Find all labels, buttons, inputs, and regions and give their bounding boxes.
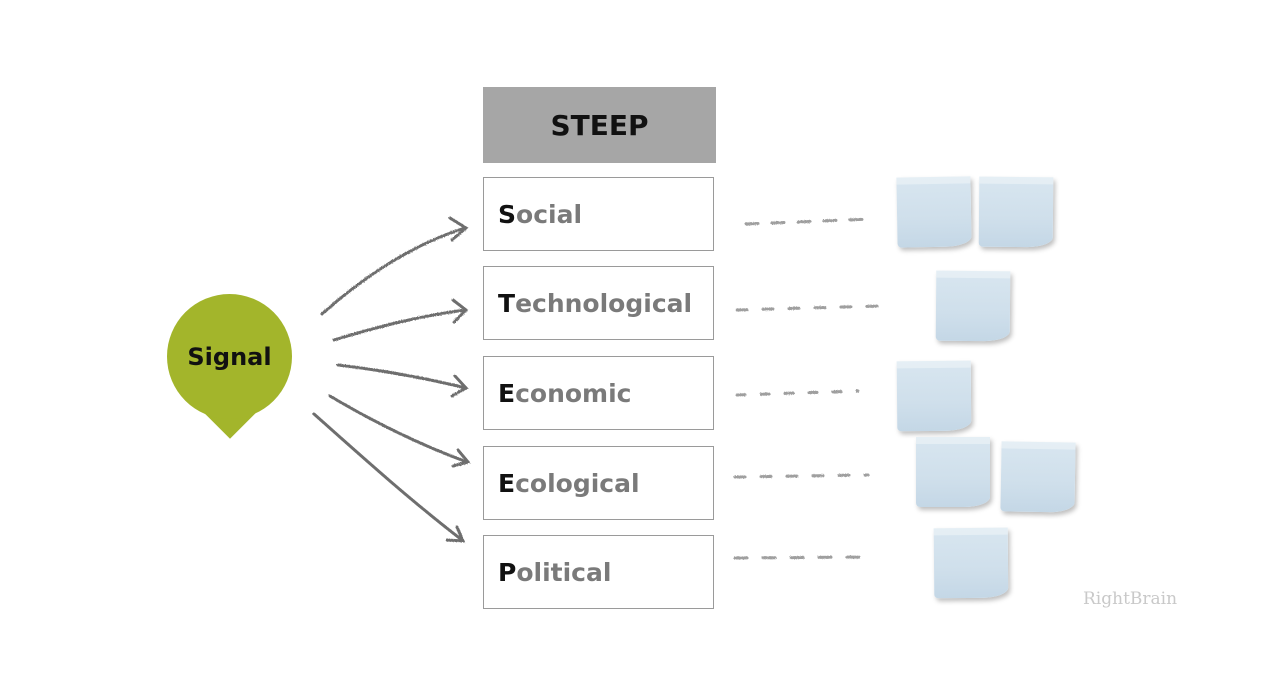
category-rest: olitical bbox=[516, 557, 612, 587]
arrow-to-technological bbox=[332, 308, 467, 342]
arrow-to-ecological bbox=[328, 394, 469, 464]
category-initial: S bbox=[498, 199, 517, 229]
sticky-note-icon bbox=[916, 437, 990, 507]
dash-line-social bbox=[744, 217, 874, 226]
category-rest: echnological bbox=[515, 288, 693, 318]
arrowhead-ecological bbox=[451, 448, 471, 468]
sticky-note-icon bbox=[978, 176, 1054, 248]
dash-line-ecological bbox=[733, 473, 870, 479]
arrowhead-economic bbox=[450, 374, 469, 398]
arrow-to-economic bbox=[336, 363, 468, 390]
sticky-note-icon bbox=[896, 360, 972, 432]
arrowhead-social bbox=[448, 216, 469, 242]
signal-pin bbox=[167, 294, 292, 419]
signal-label: Signal bbox=[187, 342, 272, 371]
category-rest: ocial bbox=[516, 199, 583, 229]
steep-header: STEEP bbox=[483, 87, 716, 163]
arrow-to-social bbox=[320, 226, 467, 316]
dash-line-technological bbox=[735, 304, 880, 312]
arrowhead-technological bbox=[451, 298, 469, 324]
sticky-note-icon bbox=[935, 270, 1011, 342]
category-initial: T bbox=[498, 288, 516, 318]
category-initial: E bbox=[498, 378, 516, 408]
sticky-note-icon bbox=[933, 527, 1009, 599]
brand-watermark: RightBrain bbox=[1083, 589, 1178, 609]
category-rest: conomic bbox=[515, 378, 632, 408]
category-initial: P bbox=[498, 557, 517, 587]
category-initial: E bbox=[498, 468, 516, 498]
dash-line-economic bbox=[735, 389, 860, 397]
sticky-note-icon bbox=[1000, 441, 1076, 513]
dash-line-political bbox=[733, 555, 870, 560]
arrow-to-political bbox=[312, 412, 464, 542]
arrowhead-political bbox=[445, 525, 466, 543]
category-rest: cological bbox=[515, 468, 640, 498]
sticky-note-icon bbox=[896, 176, 972, 248]
